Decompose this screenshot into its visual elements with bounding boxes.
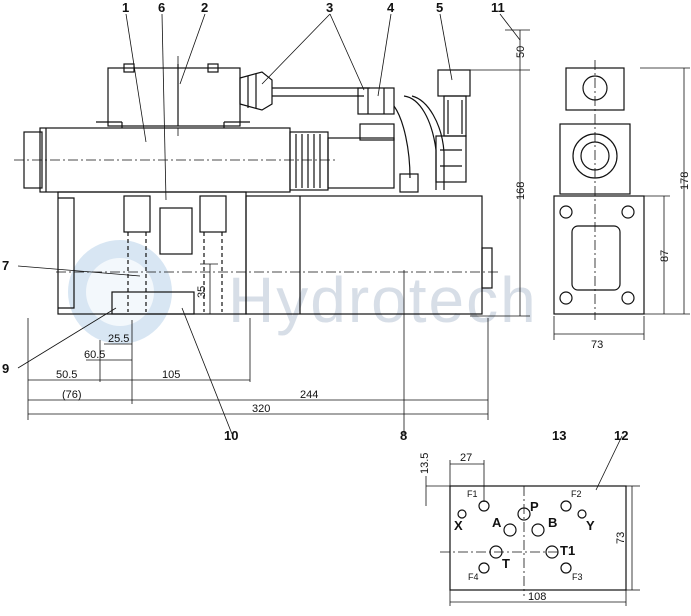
dim-73-port: 73 — [615, 532, 627, 544]
callout-8: 8 — [400, 428, 407, 443]
port-x: X — [454, 518, 463, 533]
callout-3: 3 — [326, 0, 333, 15]
dim-320: 320 — [252, 403, 270, 415]
fix-f3: F3 — [572, 572, 583, 582]
port-labels: P A B X Y T T1 F1 F2 F3 F4 — [454, 489, 595, 582]
leader-lines — [17, 13, 623, 491]
callout-1: 1 — [122, 0, 129, 15]
dim-178: 178 — [679, 172, 691, 190]
callout-2: 2 — [201, 0, 208, 15]
callout-4: 4 — [387, 0, 395, 15]
dim-244: 244 — [300, 389, 318, 401]
dim-87: 87 — [659, 250, 671, 262]
cable-gland — [239, 71, 273, 111]
dimension-lines — [27, 29, 690, 606]
plug-connector — [437, 69, 471, 97]
port-b: B — [548, 515, 557, 530]
position-sensor — [357, 87, 395, 115]
dim-76: (76) — [62, 389, 82, 401]
dim-50: 50 — [515, 46, 527, 58]
callout-6: 6 — [158, 0, 165, 15]
watermark-text: Hydrotech — [228, 264, 538, 336]
dim-168: 168 — [515, 182, 527, 200]
port-a: A — [492, 515, 502, 530]
callout-12: 12 — [614, 428, 628, 443]
dim-50-5: 50.5 — [56, 369, 77, 381]
side-body — [553, 195, 645, 315]
port-p: P — [530, 499, 539, 514]
callout-11: 11 — [491, 0, 505, 15]
motor-housing — [327, 137, 395, 189]
port-pattern — [440, 485, 627, 596]
port-t: T — [502, 556, 510, 571]
callout-7: 7 — [2, 258, 9, 273]
dim-27: 27 — [460, 452, 472, 464]
dimension-values: 50 168 178 87 73 35 25.5 60.5 50.5 105 (… — [56, 46, 691, 603]
callout-13: 13 — [552, 428, 566, 443]
pilot-valve-body — [107, 67, 241, 127]
dim-13-5: 13.5 — [419, 453, 431, 474]
fix-f1: F1 — [467, 489, 478, 499]
callout-10: 10 — [224, 428, 238, 443]
fix-f4: F4 — [468, 572, 479, 582]
side-view — [553, 60, 645, 320]
dim-105: 105 — [162, 369, 180, 381]
callout-labels: 1 6 2 3 4 5 11 7 9 10 8 13 12 — [2, 0, 628, 443]
port-t1: T1 — [560, 543, 575, 558]
watermark: Hydrotech — [68, 240, 538, 344]
callout-5: 5 — [436, 0, 443, 15]
dim-60-5: 60.5 — [84, 349, 105, 361]
port-y: Y — [586, 518, 595, 533]
mounting-surface — [449, 485, 627, 591]
dim-25-5: 25.5 — [108, 333, 129, 345]
front-view — [14, 56, 500, 315]
dim-108: 108 — [528, 591, 546, 603]
callout-9: 9 — [2, 361, 9, 376]
nameplate — [159, 207, 193, 255]
dim-73-side: 73 — [591, 339, 603, 351]
fix-f2: F2 — [571, 489, 582, 499]
dim-35: 35 — [196, 286, 208, 298]
